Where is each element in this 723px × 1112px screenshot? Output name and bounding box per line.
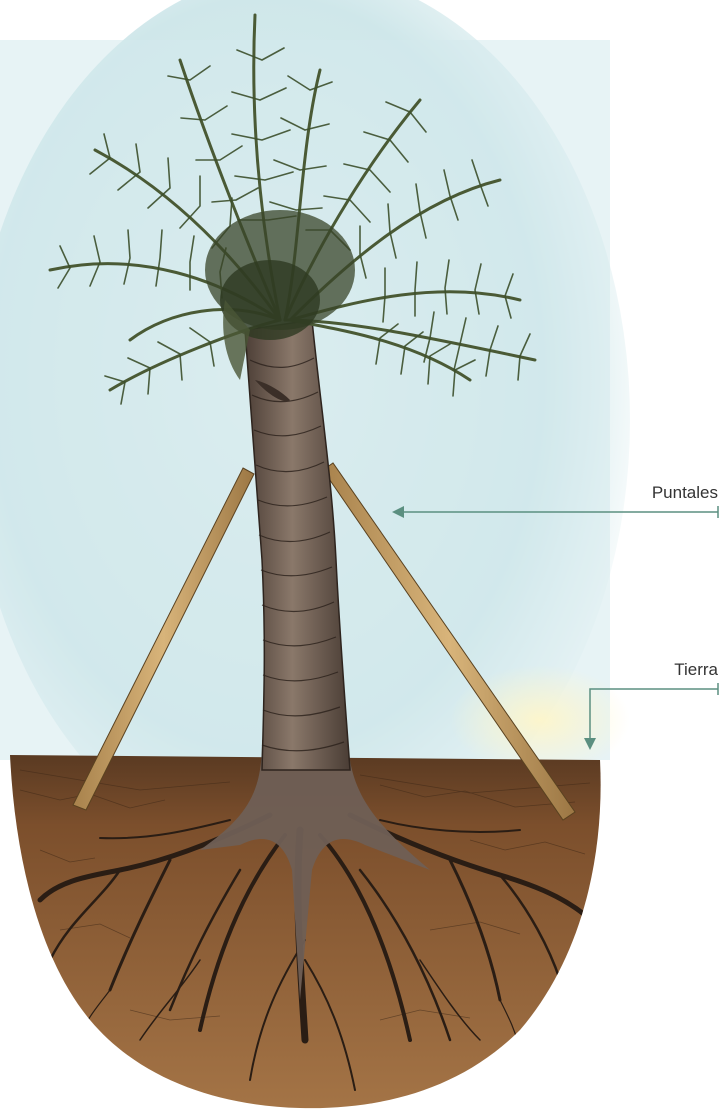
label-tierra: Tierra: [674, 660, 718, 680]
label-puntales: Puntales: [652, 483, 718, 503]
soil-cross-section: [10, 740, 601, 1108]
